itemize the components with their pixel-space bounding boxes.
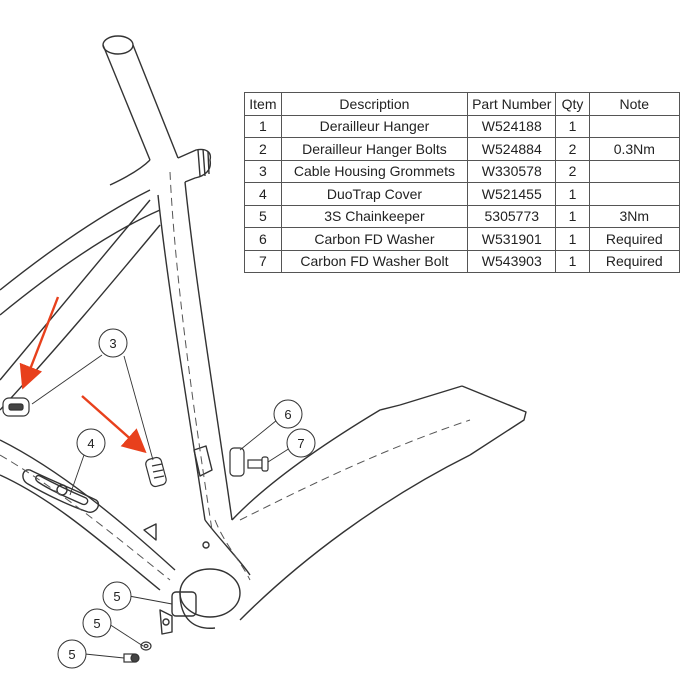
cell-qty: 2 <box>555 159 590 183</box>
chainkeeper <box>159 591 197 635</box>
hidden-line <box>214 519 251 581</box>
cell-note <box>588 114 680 138</box>
leader-line <box>108 623 144 647</box>
svg-text:5: 5 <box>113 589 120 604</box>
cell-qty: 1 <box>555 249 590 273</box>
parts-table: Item Description Part Number Qty Note 1 … <box>244 92 680 273</box>
svg-text:5: 5 <box>93 616 100 631</box>
callout-7: 7 <box>286 428 316 458</box>
hidden-line <box>169 171 213 531</box>
leader-line <box>128 595 173 605</box>
cell-description: Derailleur Hanger Bolts <box>280 137 469 161</box>
table-row: 2 Derailleur Hanger Bolts W524884 2 0.3N… <box>244 137 680 161</box>
cell-description: Carbon FD Washer Bolt <box>280 249 469 273</box>
seat-tube <box>157 181 233 521</box>
cell-item: 1 <box>244 114 282 138</box>
cell-part-number: W521455 <box>467 182 557 206</box>
table-row: 4 DuoTrap Cover W521455 1 <box>244 182 680 206</box>
callout-5-chainkeeper: 5 <box>102 581 132 611</box>
leader-line <box>84 653 125 659</box>
arrow-to-grommet-right <box>81 395 147 454</box>
chainkeeper-washer <box>140 641 152 651</box>
bottom-bracket <box>179 568 241 629</box>
fd-washer <box>229 447 245 477</box>
svg-text:6: 6 <box>284 407 291 422</box>
fd-washer-bolt <box>247 456 269 472</box>
callout-4: 4 <box>76 428 106 458</box>
svg-text:4: 4 <box>87 436 94 451</box>
header-qty: Qty <box>555 92 590 116</box>
chain-stay <box>204 404 471 621</box>
cell-part-number: W330578 <box>467 159 557 183</box>
cell-note <box>588 182 680 206</box>
table-row: 6 Carbon FD Washer W531901 1 Required <box>244 227 680 251</box>
cell-note: 0.3Nm <box>588 137 680 161</box>
arrow-to-grommet-left <box>19 296 60 390</box>
cell-description: Carbon FD Washer <box>280 227 469 251</box>
duotrap-slot <box>22 469 100 513</box>
cell-qty: 1 <box>555 114 590 138</box>
cell-part-number: W524188 <box>467 114 557 138</box>
grommet-left <box>2 397 30 417</box>
svg-text:3: 3 <box>109 336 116 351</box>
cable-port <box>193 445 213 477</box>
cell-item: 2 <box>244 137 282 161</box>
cell-item: 7 <box>244 249 282 273</box>
header-description: Description <box>280 92 469 116</box>
table-row: 3 Cable Housing Grommets W330578 2 <box>244 159 680 183</box>
cell-description: 3S Chainkeeper <box>280 204 469 228</box>
cell-note: 3Nm <box>588 204 680 228</box>
cell-description: DuoTrap Cover <box>280 182 469 206</box>
cell-part-number: W524884 <box>467 137 557 161</box>
cell-part-number: W543903 <box>467 249 557 273</box>
triangle-mark <box>143 523 157 541</box>
cell-part-number: 5305773 <box>467 204 557 228</box>
hidden-line <box>0 454 171 581</box>
cell-qty: 1 <box>555 227 590 251</box>
hidden-line <box>239 419 471 521</box>
table-header-row: Item Description Part Number Qty Note <box>244 92 680 116</box>
leader-line <box>239 419 278 451</box>
svg-text:5: 5 <box>68 647 75 662</box>
cell-qty: 1 <box>555 204 590 228</box>
table-row: 5 3S Chainkeeper 5305773 1 3Nm <box>244 204 680 228</box>
cell-note <box>588 159 680 183</box>
cell-item: 5 <box>244 204 282 228</box>
header-item: Item <box>244 92 282 116</box>
seat-cluster <box>109 148 212 186</box>
callout-5-washer: 5 <box>82 608 112 638</box>
cell-item: 4 <box>244 182 282 206</box>
svg-text:7: 7 <box>297 436 304 451</box>
table-row: 1 Derailleur Hanger W524188 1 <box>244 114 680 138</box>
cell-qty: 1 <box>555 182 590 206</box>
cell-description: Derailleur Hanger <box>280 114 469 138</box>
seat-post <box>102 35 179 161</box>
header-note: Note <box>588 92 680 116</box>
cell-description: Cable Housing Grommets <box>280 159 469 183</box>
table-row: 7 Carbon FD Washer Bolt W543903 1 Requir… <box>244 249 680 273</box>
chain-stay-end <box>399 385 527 456</box>
grommet-right <box>145 456 167 488</box>
callout-5-bolt: 5 <box>57 639 87 669</box>
leader-line <box>31 354 103 405</box>
cell-part-number: W531901 <box>467 227 557 251</box>
header-part-number: Part Number <box>467 92 557 116</box>
cell-item: 3 <box>244 159 282 183</box>
chainkeeper-bolt <box>123 653 140 663</box>
cell-note: Required <box>588 249 680 273</box>
callout-3: 3 <box>98 328 128 358</box>
leader-line <box>69 454 85 496</box>
bottle-bolt <box>202 541 210 549</box>
leader-line <box>267 447 291 463</box>
cell-qty: 2 <box>555 137 590 161</box>
leader-line <box>123 355 154 461</box>
callout-6: 6 <box>273 399 303 429</box>
seat-clamp-ridges <box>197 148 210 177</box>
cell-item: 6 <box>244 227 282 251</box>
cell-note: Required <box>588 227 680 251</box>
top-tube <box>0 189 161 316</box>
